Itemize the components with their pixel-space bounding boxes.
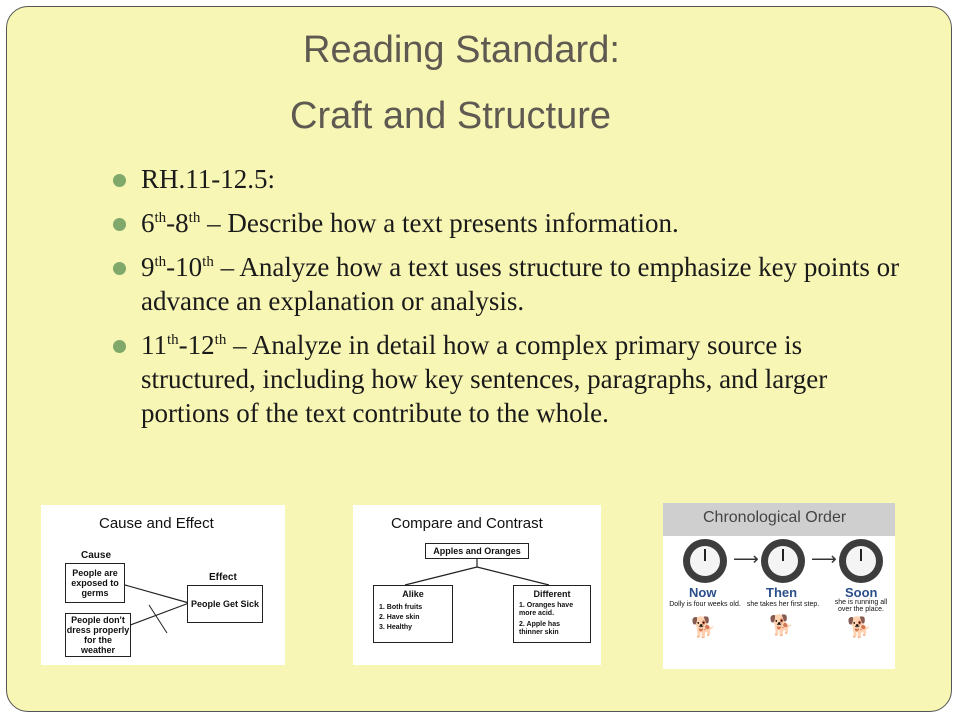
clock-icon [839,539,883,583]
alike-box: Alike 1. Both fruits 2. Have skin 3. Hea… [373,585,453,643]
compare-contrast-diagram: Compare and Contrast Apples and Oranges … [353,505,601,665]
different-item: 1. Oranges have more acid. [519,602,574,617]
bullet-item: 9th-10th – Analyze how a text uses struc… [113,250,913,318]
arrow-right-icon: ⟶ [733,549,759,569]
cause-box-germs: People are exposed to germs [65,563,125,603]
grade-dash: - [178,330,188,360]
step-caption: she takes her first step. [746,601,820,608]
bullet-item: 6th-8th – Describe how a text presents i… [113,206,913,240]
step-caption: Dolly is four weeks old. [669,601,741,608]
grade-dash: - [166,208,176,238]
cause-box-weather: People don't dress properly for the weat… [65,613,131,657]
compare-contrast-title: Compare and Contrast [391,515,543,532]
ordinal-suffix: th [188,210,201,226]
effect-box-sick: People Get Sick [187,585,263,623]
bullet-list: RH.11-12.5: 6th-8th – Describe how a tex… [113,162,913,440]
ordinal-suffix: th [202,254,214,270]
slide-title-line-1: Reading Standard: [303,29,620,71]
different-item: 2. Apple has thinner skin [519,621,560,636]
grade-start: 9 [141,252,155,282]
cause-effect-connectors [124,584,190,634]
chronological-title: Chronological Order [703,509,847,526]
bullet-text: – Describe how a text presents informati… [200,208,679,238]
puppy-sleeping-icon: 🐕 [691,617,716,639]
grade-end: 12 [187,330,215,360]
step-word-now: Now [689,585,717,600]
grade-end: 8 [175,208,189,238]
chronological-header [663,503,895,536]
slide: Reading Standard: Craft and Structure RH… [6,6,952,712]
step-word-then: Then [766,585,798,600]
ordinal-suffix: th [214,332,227,348]
alike-item: 1. Both fruits [379,604,423,611]
bullet-item: 11th-12th – Analyze in detail how a comp… [113,328,913,430]
clock-hand [782,549,784,561]
cause-label: Cause [81,550,112,561]
grade-start: 6 [141,208,155,238]
clock-icon [761,539,805,583]
puppy-running-icon: 🐕 [847,617,872,639]
clock-hand [704,549,706,561]
cause-effect-diagram: Cause and Effect Cause Effect People are… [41,505,285,665]
chronological-order-diagram: Chronological Order ⟶ ⟶ Now Then Soon Do… [663,503,895,669]
puppy-walking-icon: 🐕 [769,615,794,637]
grade-start: 11 [141,330,167,360]
different-label: Different [533,589,571,599]
ordinal-suffix: th [167,332,179,348]
alike-item: 3. Healthy [379,624,413,631]
grade-end: 10 [175,252,203,282]
different-box: Different 1. Oranges have more acid. 2. … [513,585,591,643]
bullet-item: RH.11-12.5: [113,162,913,196]
topic-box: Apples and Oranges [425,543,529,559]
bullet-text: – Analyze how a text uses structure to e… [141,252,900,316]
bullet-text: RH.11-12.5: [141,164,275,194]
slide-title-line-2: Craft and Structure [290,95,612,137]
step-word-soon: Soon [845,585,878,600]
bullet-text: – Analyze in detail how a complex primar… [141,330,828,428]
grade-dash: - [166,252,176,282]
alike-item: 2. Have skin [379,614,420,621]
arrow-right-icon: ⟶ [811,549,837,569]
effect-label: Effect [209,572,237,583]
clock-icon [683,539,727,583]
ordinal-suffix: th [154,210,167,226]
ordinal-suffix: th [154,254,167,270]
cause-effect-title: Cause and Effect [99,515,214,532]
clock-hand [860,549,862,561]
alike-label: Alike [402,589,424,599]
step-caption: she is running all over the place. [834,599,888,613]
